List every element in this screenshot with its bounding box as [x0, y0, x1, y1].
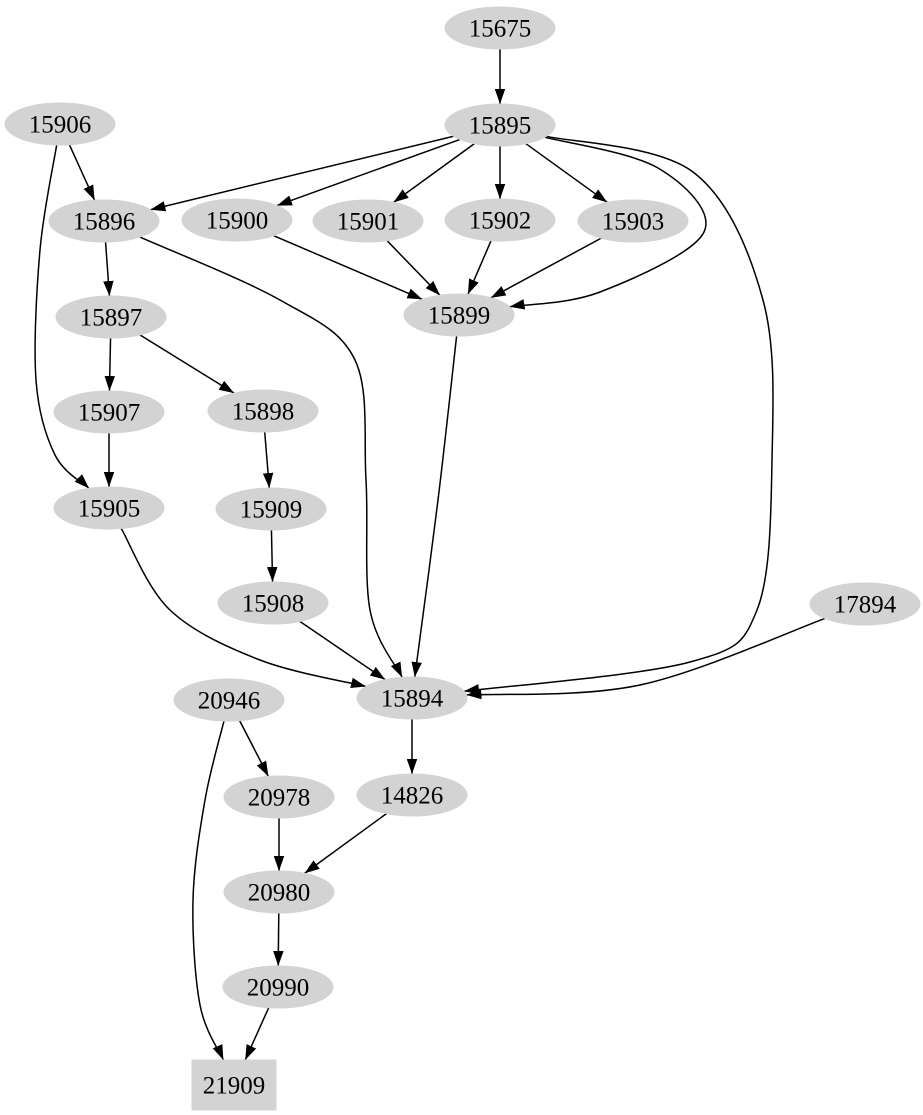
node-label: 20946 — [198, 687, 261, 714]
node-ellipse-shape — [577, 199, 689, 243]
node-ellipse-shape — [53, 390, 165, 434]
edge-15896-15894 — [139, 236, 403, 678]
node-label: 15897 — [80, 304, 143, 331]
node-label: 15675 — [469, 15, 532, 42]
node-ellipse-shape — [312, 199, 424, 243]
node-label: 15908 — [242, 590, 305, 617]
edge-15906-15905 — [34, 144, 90, 489]
node-15908: 15908 — [217, 581, 329, 625]
node-15902: 15902 — [444, 198, 556, 242]
node-ellipse-shape — [207, 389, 319, 433]
node-label: 15907 — [78, 399, 141, 426]
edge-15899-15894 — [411, 335, 458, 678]
node-15907: 15907 — [53, 390, 165, 434]
node-15905: 15905 — [53, 486, 165, 530]
node-ellipse-shape — [444, 198, 556, 242]
node-15896: 15896 — [48, 199, 160, 243]
node-20980: 20980 — [223, 870, 335, 914]
node-14826: 14826 — [356, 773, 468, 817]
edge-17894-15894 — [466, 617, 826, 700]
node-label: 15905 — [78, 495, 141, 522]
node-15894: 15894 — [356, 676, 468, 720]
node-ellipse-shape — [181, 198, 293, 242]
node-box-shape — [191, 1059, 277, 1111]
edge-15900-15899 — [273, 234, 423, 301]
edge-20980-20990 — [273, 912, 284, 967]
edge-15908-15894 — [299, 620, 386, 681]
edge-15896-15897 — [103, 241, 114, 297]
node-ellipse-shape — [4, 102, 116, 146]
node-ellipse-shape — [215, 487, 327, 531]
node-ellipse-shape — [223, 775, 335, 819]
node-15903: 15903 — [577, 199, 689, 243]
node-ellipse-shape — [809, 582, 921, 626]
node-15906: 15906 — [4, 102, 116, 146]
node-label: 14826 — [381, 782, 444, 809]
edge-15895-15899 — [509, 136, 707, 310]
node-label: 15894 — [381, 685, 444, 712]
edge-15901-15899 — [386, 240, 441, 296]
edge-15897-15898 — [139, 334, 235, 394]
node-ellipse-shape — [53, 486, 165, 530]
node-label: 15906 — [29, 111, 92, 138]
node-ellipse-shape — [356, 676, 468, 720]
node-label: 15901 — [337, 208, 400, 235]
node-label: 15896 — [73, 208, 136, 235]
edge-15895-15903 — [525, 142, 608, 204]
node-15895: 15895 — [444, 103, 556, 147]
edge-15909-15908 — [266, 529, 278, 583]
node-17894: 17894 — [809, 582, 921, 626]
node-label: 15895 — [469, 112, 532, 139]
edge-15906-15896 — [68, 144, 96, 201]
edge-15897-15907 — [104, 337, 116, 392]
node-ellipse-shape — [55, 295, 167, 339]
node-ellipse-shape — [444, 103, 556, 147]
node-ellipse-shape — [222, 965, 334, 1009]
edge-15903-15899 — [490, 237, 602, 299]
node-label: 15898 — [232, 398, 295, 425]
node-label: 17894 — [834, 591, 897, 618]
node-20990: 20990 — [222, 965, 334, 1009]
node-15899: 15899 — [403, 293, 515, 337]
node-label: 20980 — [248, 879, 311, 906]
node-label: 20990 — [247, 974, 310, 1001]
edge-15895-15900 — [276, 138, 461, 207]
node-ellipse-shape — [173, 678, 285, 722]
node-15909: 15909 — [215, 487, 327, 531]
edge-14826-20980 — [304, 812, 387, 875]
edge-15895-15896 — [150, 135, 454, 212]
node-ellipse-shape — [217, 581, 329, 625]
edge-15898-15909 — [262, 431, 274, 489]
node-label: 15902 — [469, 207, 532, 234]
node-label: 15909 — [240, 496, 303, 523]
node-label: 21909 — [203, 1072, 266, 1099]
edge-15895-15894 — [463, 135, 774, 695]
node-ellipse-shape — [223, 870, 335, 914]
node-20946: 20946 — [173, 678, 285, 722]
node-ellipse-shape — [444, 6, 556, 50]
edge-15902-15899 — [467, 240, 492, 295]
edge-20946-20978 — [238, 720, 270, 777]
node-label: 15900 — [206, 207, 269, 234]
node-15898: 15898 — [207, 389, 319, 433]
edge-20990-21909 — [244, 1007, 270, 1061]
node-20978: 20978 — [223, 775, 335, 819]
node-15897: 15897 — [55, 295, 167, 339]
node-15900: 15900 — [181, 198, 293, 242]
edge-20946-21909 — [192, 720, 225, 1061]
node-label: 20978 — [248, 784, 311, 811]
node-ellipse-shape — [48, 199, 160, 243]
node-ellipse-shape — [356, 773, 468, 817]
node-label: 15899 — [428, 302, 491, 329]
node-15901: 15901 — [312, 199, 424, 243]
edge-15905-15894 — [120, 528, 367, 688]
edge-15895-15901 — [393, 142, 475, 204]
node-21909: 21909 — [191, 1059, 277, 1111]
node-label: 15903 — [602, 208, 665, 235]
node-15675: 15675 — [444, 6, 556, 50]
node-ellipse-shape — [403, 293, 515, 337]
